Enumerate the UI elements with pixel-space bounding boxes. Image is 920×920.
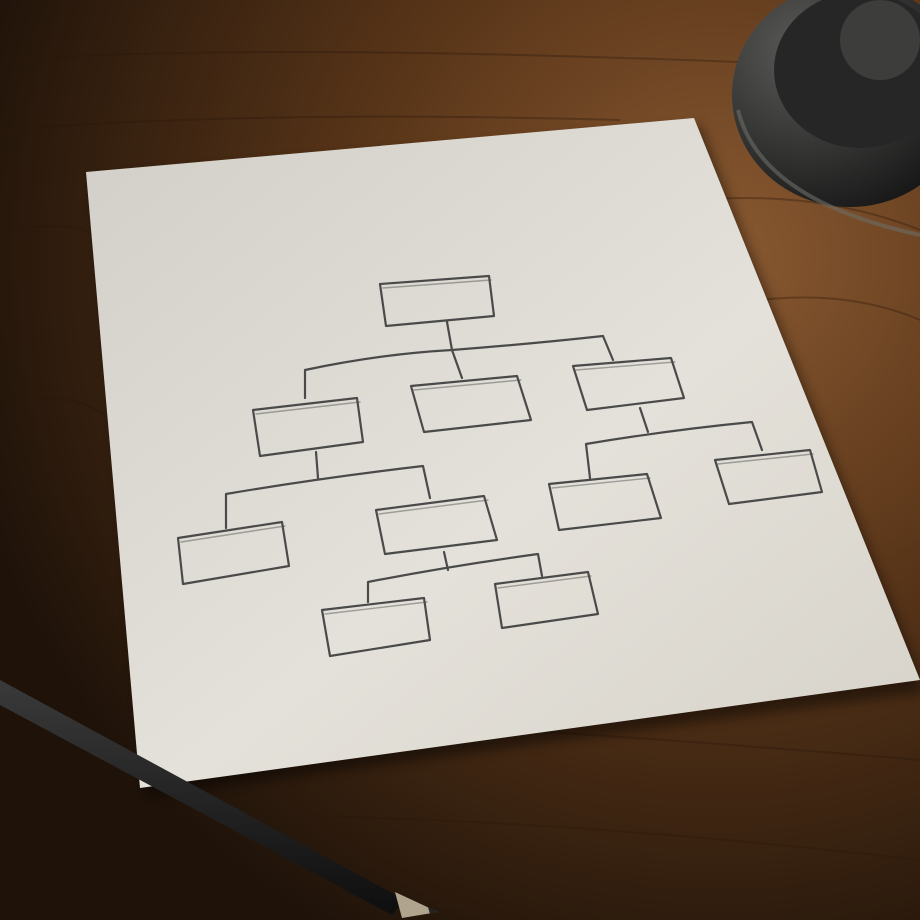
- diagram-node-left-a: [176, 520, 291, 586]
- diagram-node-left-b-2: [493, 570, 600, 630]
- diagram-node-left-b: [374, 494, 499, 556]
- desk-lamp-icon: [732, 0, 920, 237]
- diagram-node-center: [409, 374, 533, 434]
- paper-sheet: [86, 118, 920, 788]
- diagram-node-right-a: [547, 472, 663, 532]
- diagram-node-left: [251, 396, 365, 458]
- diagram-node-right: [571, 356, 686, 412]
- diagram-connectors: [224, 320, 764, 604]
- pencil-icon: [0, 680, 438, 918]
- diagram-node-left-b-1: [320, 596, 432, 658]
- diagram-node-right-b: [713, 448, 824, 506]
- tree-diagram: [176, 274, 824, 658]
- diagram-node-root: [378, 274, 496, 328]
